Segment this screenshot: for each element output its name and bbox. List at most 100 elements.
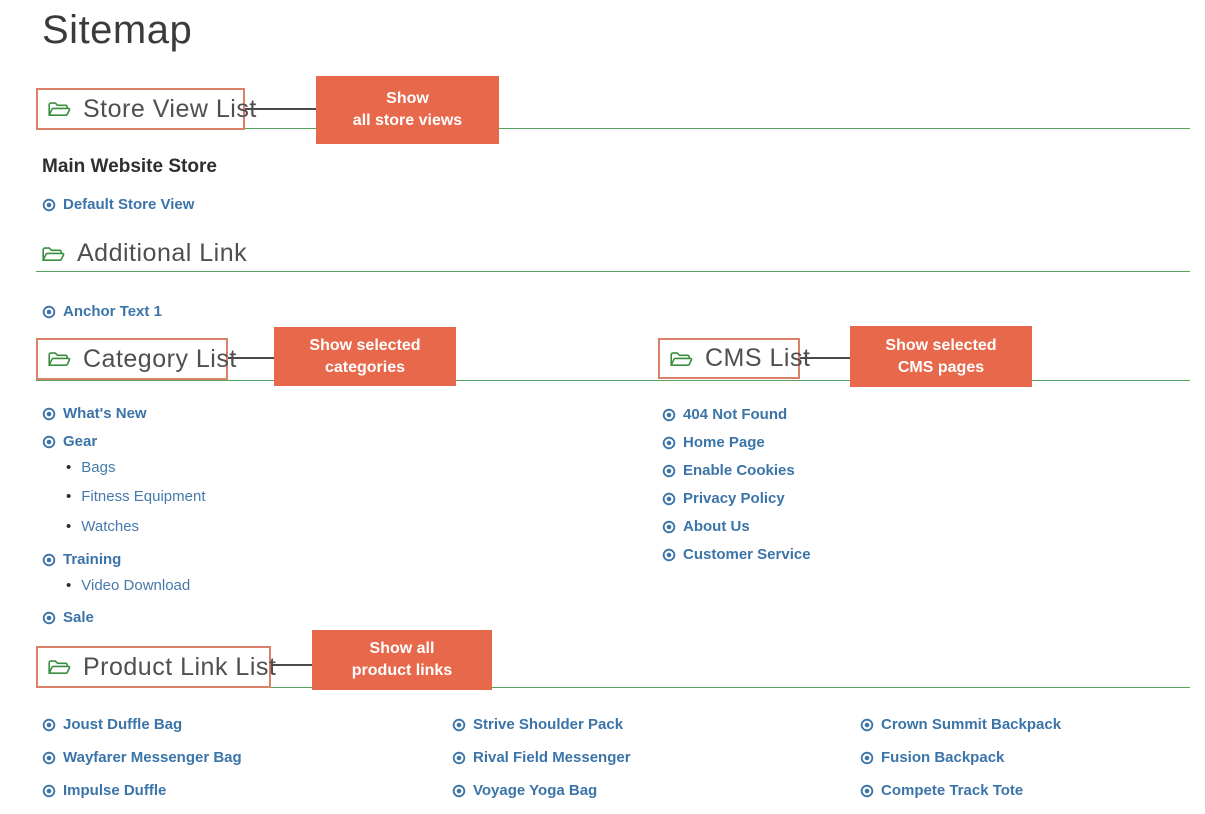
dot-circle-icon [452,784,466,798]
link-enable-cookies[interactable]: Enable Cookies [662,462,795,479]
dot-circle-icon [662,436,676,450]
dot-circle-icon [452,751,466,765]
link-label: Gear [63,433,98,450]
link-label: What's New [63,405,147,422]
link-label: Anchor Text 1 [63,303,162,320]
store-view-callout: Show all store views [316,76,499,144]
link-label: Voyage Yoga Bag [473,782,598,799]
link-label: Wayfarer Messenger Bag [63,749,242,766]
link-video-download[interactable]: • Video Download [66,577,190,594]
main-website-store-label: Main Website Store [42,156,217,177]
dot-circle-icon [860,751,874,765]
link-strive-shoulder-pack[interactable]: Strive Shoulder Pack [452,716,623,733]
dot-circle-icon [860,784,874,798]
link-404-not-found[interactable]: 404 Not Found [662,406,787,423]
callout-line: Show selected [885,336,997,354]
product-link-divider [36,687,1190,688]
additional-link-divider [36,271,1190,272]
link-customer-service[interactable]: Customer Service [662,546,811,563]
link-label: About Us [683,518,750,535]
link-privacy-policy[interactable]: Privacy Policy [662,490,785,507]
link-label: Home Page [683,434,765,451]
dot-circle-icon [42,553,56,567]
link-gear[interactable]: Gear [42,433,97,450]
product-link-list-heading: Product Link List [36,646,276,688]
link-joust-duffle-bag[interactable]: Joust Duffle Bag [42,716,182,733]
link-wayfarer-messenger-bag[interactable]: Wayfarer Messenger Bag [42,749,242,766]
link-voyage-yoga-bag[interactable]: Voyage Yoga Bag [452,782,597,799]
heading-label: Store View List [83,94,257,123]
dot-circle-icon [662,464,676,478]
link-whats-new[interactable]: What's New [42,405,147,422]
category-cms-divider [36,380,1190,381]
link-label: Compete Track Tote [881,782,1024,799]
callout-line: CMS pages [897,358,985,376]
link-watches[interactable]: • Watches [66,518,139,535]
heading-label: Category List [83,344,237,373]
callout-line: all store views [352,112,463,129]
link-fitness-equipment[interactable]: • Fitness Equipment [66,488,206,505]
link-label: Privacy Policy [683,490,785,507]
link-label: Fusion Backpack [881,749,1005,766]
folder-open-icon [669,350,693,368]
store-view-divider [36,128,1190,129]
link-anchor-text-1[interactable]: Anchor Text 1 [42,303,162,320]
bullet-icon: • [66,518,72,535]
link-label: Joust Duffle Bag [63,716,183,733]
dot-circle-icon [662,548,676,562]
dot-circle-icon [42,407,56,421]
heading-label: Product Link List [83,652,277,681]
callout-line: Show selected [309,336,421,354]
category-callout: Show selected categories [274,327,456,386]
link-about-us[interactable]: About Us [662,518,750,535]
dot-circle-icon [662,408,676,422]
dot-circle-icon [452,718,466,732]
link-label: 404 Not Found [683,406,788,423]
link-label: Sale [63,609,94,626]
link-label: Customer Service [683,546,811,563]
folder-open-icon [47,100,71,118]
dot-circle-icon [42,198,56,212]
heading-label: CMS List [705,344,811,372]
dot-circle-icon [662,492,676,506]
dot-circle-icon [42,435,56,449]
bullet-icon: • [66,459,72,476]
link-bags[interactable]: • Bags [66,459,115,476]
store-view-callout-connector [245,108,317,110]
category-callout-connector [228,357,274,359]
additional-link-heading: Additional Link [41,239,247,268]
heading-label: Additional Link [77,239,248,267]
link-label: Fitness Equipment [81,488,206,505]
dot-circle-icon [42,718,56,732]
link-home-page[interactable]: Home Page [662,434,765,451]
dot-circle-icon [42,305,56,319]
link-crown-summit-backpack[interactable]: Crown Summit Backpack [860,716,1061,733]
cms-callout-connector [800,357,850,359]
dot-circle-icon [860,718,874,732]
callout-line: product links [351,662,453,679]
link-label: Enable Cookies [683,462,795,479]
link-label: Default Store View [63,196,195,213]
link-impulse-duffle[interactable]: Impulse Duffle [42,782,166,799]
dot-circle-icon [662,520,676,534]
dot-circle-icon [42,784,56,798]
link-label: Impulse Duffle [63,782,167,799]
link-fusion-backpack[interactable]: Fusion Backpack [860,749,1004,766]
link-training[interactable]: Training [42,551,121,568]
link-sale[interactable]: Sale [42,609,94,626]
link-label: Watches [81,518,140,535]
link-label: Crown Summit Backpack [881,716,1062,733]
link-default-store-view[interactable]: Default Store View [42,196,194,213]
cms-list-heading: CMS List [658,338,810,379]
link-compete-track-tote[interactable]: Compete Track Tote [860,782,1023,799]
folder-open-icon [41,245,65,263]
link-label: Training [63,551,122,568]
product-callout-connector [271,664,312,666]
callout-line: categories [324,358,406,376]
bullet-icon: • [66,488,72,505]
category-list-heading: Category List [36,338,236,380]
bullet-icon: • [66,577,72,594]
dot-circle-icon [42,611,56,625]
link-rival-field-messenger[interactable]: Rival Field Messenger [452,749,631,766]
callout-line: Show [386,90,429,107]
